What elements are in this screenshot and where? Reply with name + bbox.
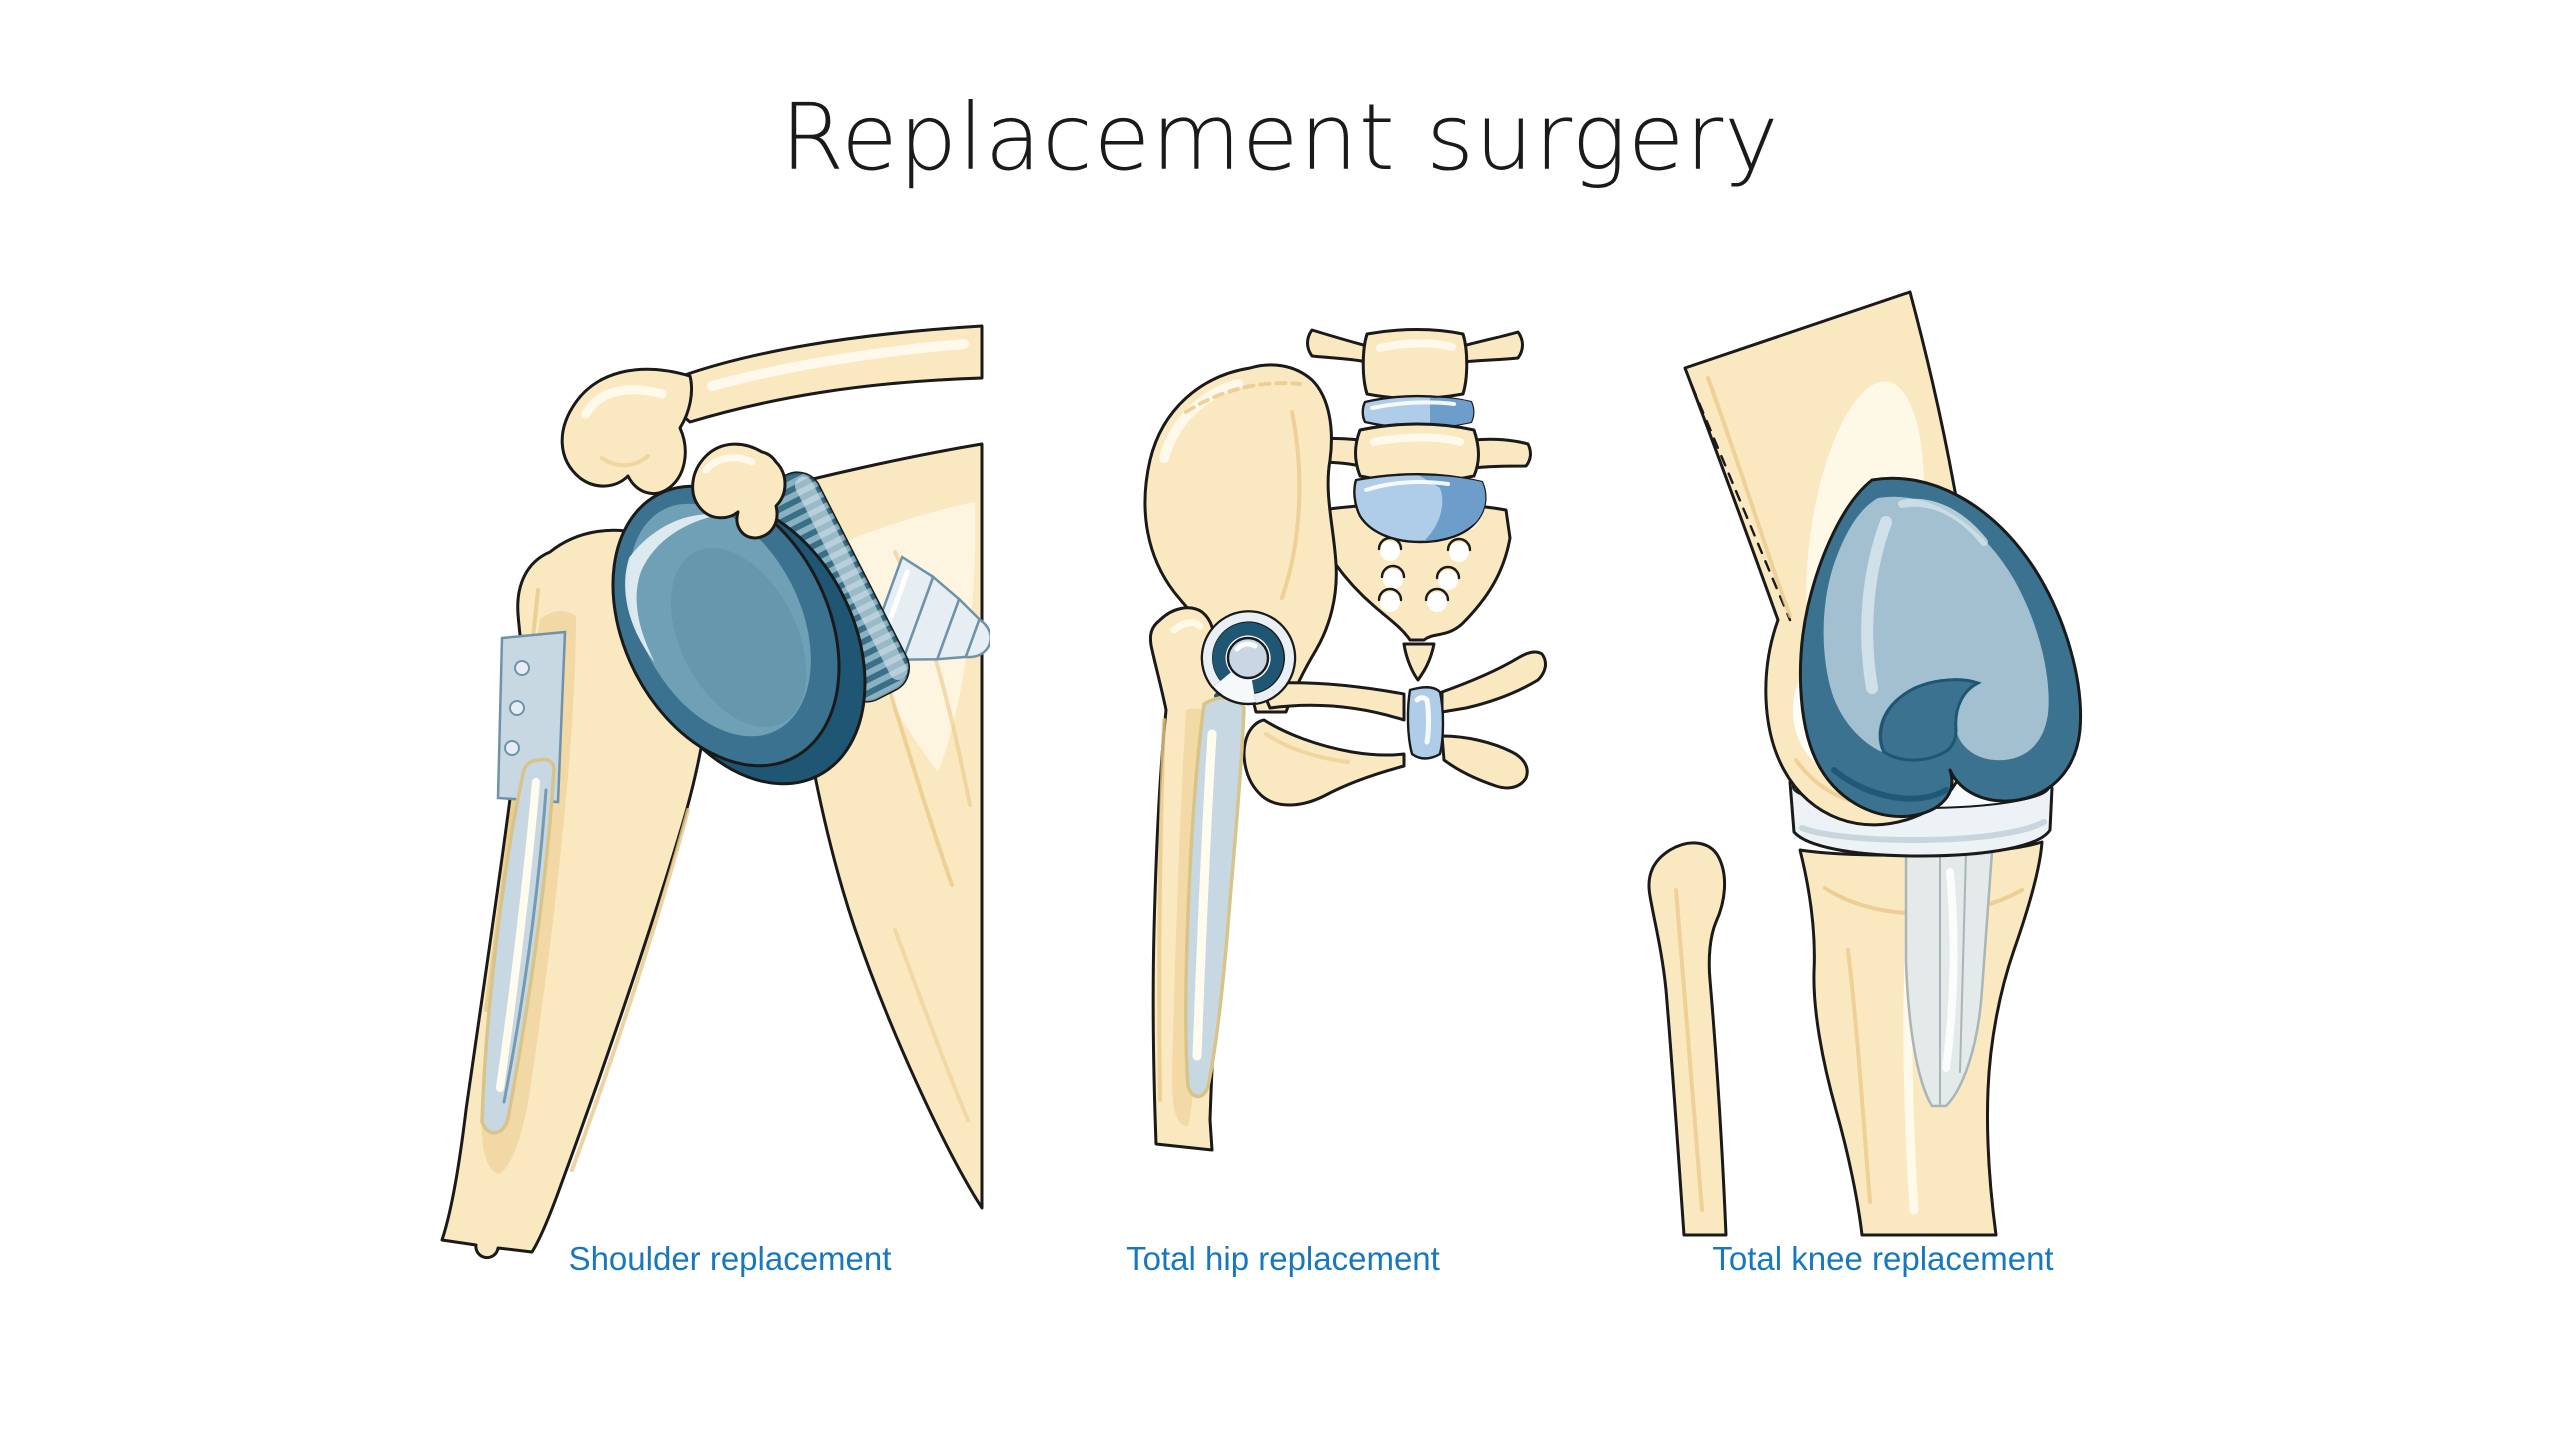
knee-replacement-illustration [1647,290,2083,1237]
pubic-symphysis-disc [1406,686,1445,760]
femoral-component-implant [1798,476,2083,818]
acromion-bone [560,367,694,495]
shoulder-caption: Shoulder replacement [568,1240,892,1277]
knee-caption: Total knee replacement [1712,1240,2054,1277]
fibula-bone [1647,841,1728,1237]
lumbosacral-disc [1353,473,1487,544]
coracoid-process-bone [691,442,787,540]
shoulder-replacement-illustration [440,324,990,1260]
hip-replacement-illustration [1143,328,1547,1152]
pubis-ischium-bones [1242,650,1547,807]
lumbar-vertebrae [1300,328,1532,484]
ilium-bone [1143,363,1338,714]
tibia-bone [1798,840,2044,1237]
prosthetic-humeral-head [611,484,867,786]
page-title: Replacement surgery [780,84,1780,191]
tibial-keel-implant [1904,848,1994,1108]
acetabular-cup-implant [1200,610,1297,706]
hip-caption: Total hip replacement [1126,1240,1440,1277]
clavicle-bone [675,324,984,424]
humerus-bone [440,528,714,1260]
